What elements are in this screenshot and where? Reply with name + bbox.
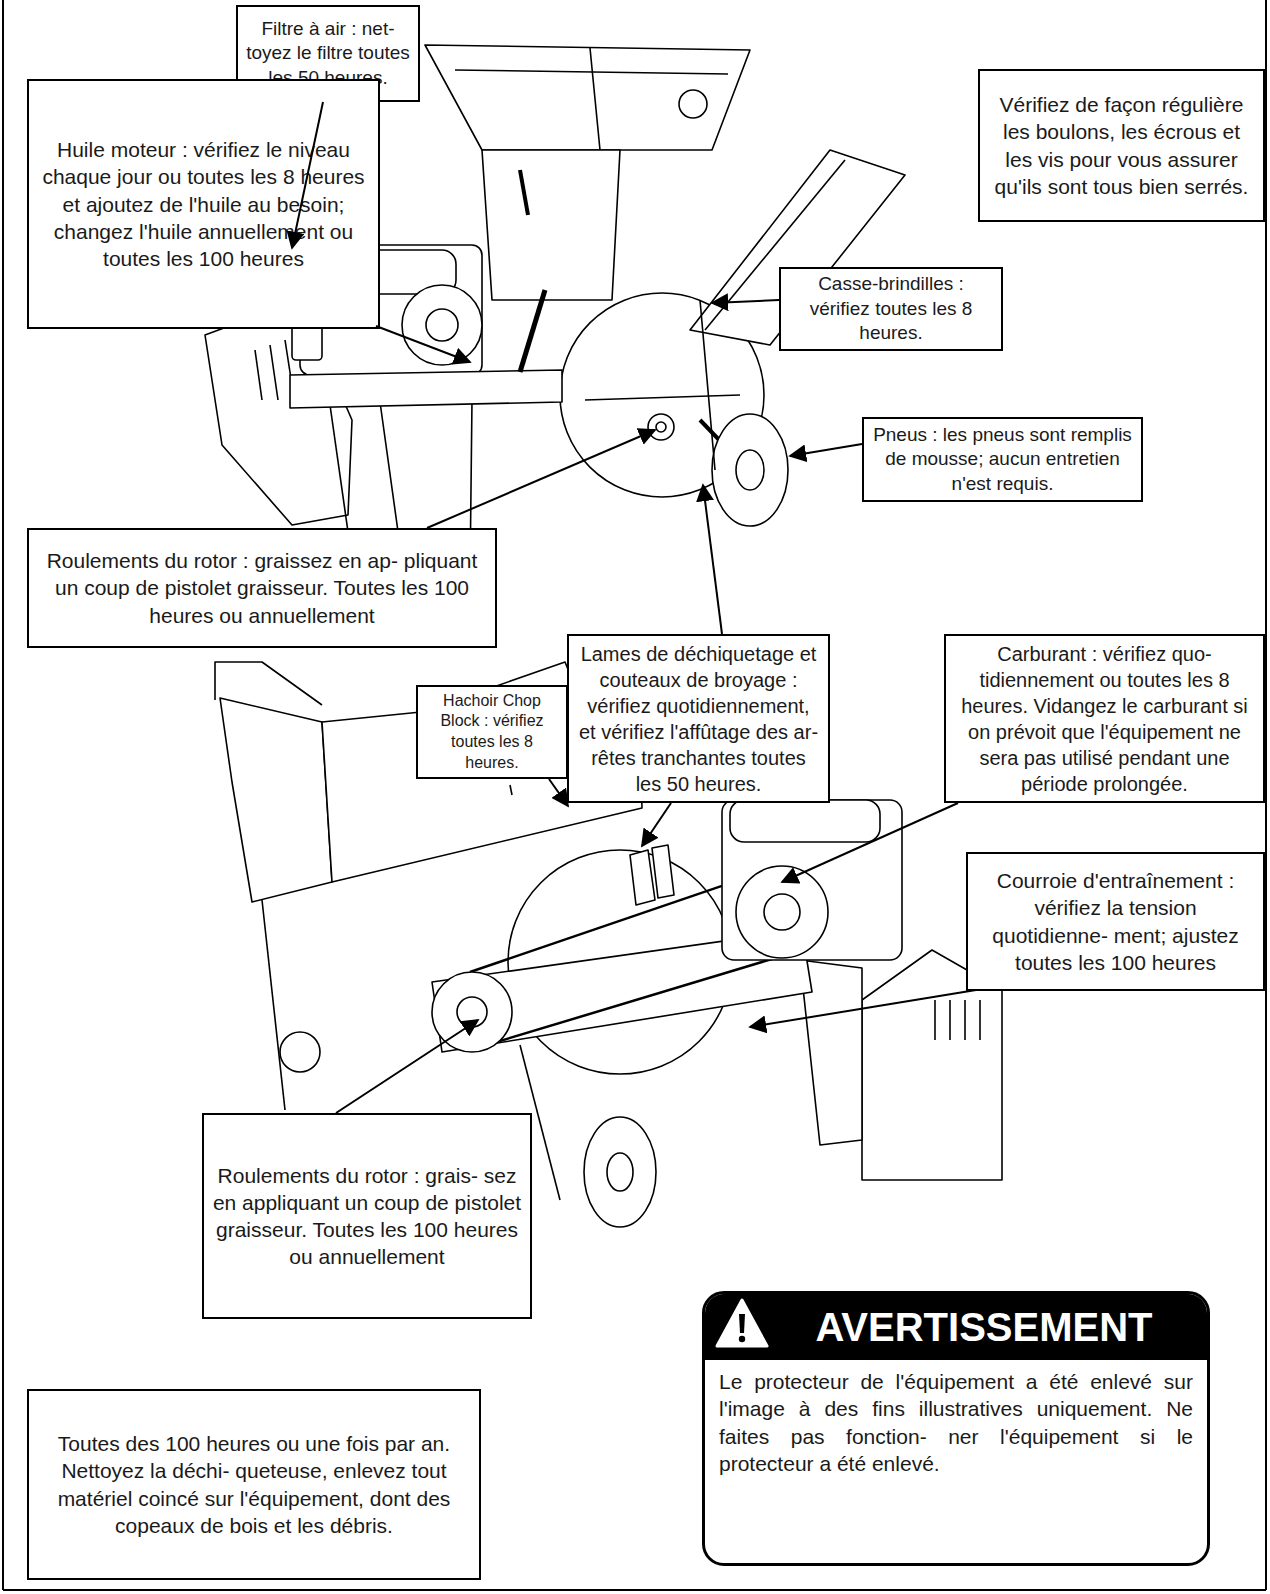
drawing-line — [255, 350, 262, 400]
warning-heading: AVERTISSEMENT — [705, 1294, 1207, 1360]
text-wrap: Toutes des 100 heures ou une fois par an… — [29, 1430, 479, 1539]
drawing-circle — [426, 309, 458, 341]
callout-box: Huile moteur : vérifiez le niveau chaque… — [27, 79, 380, 329]
drawing-polygon — [290, 370, 562, 408]
callout-text: Huile moteur : vérifiez le niveau chaque… — [37, 136, 370, 272]
drawing-line — [520, 170, 528, 215]
text-wrap: Casse-brindilles : vérifiez toutes les 8… — [781, 272, 1001, 346]
drawing-line — [750, 990, 976, 1027]
text-wrap: Vérifiez de façon régulière les boulons,… — [980, 91, 1263, 200]
drawing-line — [590, 48, 600, 150]
text-wrap: Courroie d'entraînement : vérifiez la te… — [968, 867, 1263, 976]
callout-box: Pneus : les pneus sont remplis de mousse… — [862, 417, 1143, 502]
callout-text: Hachoir Chop Block : vérifiez toutes les… — [426, 691, 558, 774]
drawing-circle — [432, 972, 512, 1052]
warning-text: Le protecteur de l'équipement a été enle… — [705, 1360, 1207, 1563]
callout-box: Casse-brindilles : vérifiez toutes les 8… — [779, 267, 1003, 351]
drawing-line — [585, 395, 740, 400]
warning-mark — [739, 1314, 745, 1333]
drawing-circle — [457, 997, 487, 1027]
drawing-line — [376, 326, 470, 362]
drawing-line — [949, 1000, 951, 1040]
warning-dot — [739, 1336, 745, 1342]
callout-box: Roulements du rotor : grais- sez en appl… — [202, 1113, 532, 1319]
drawing-line — [549, 779, 568, 806]
callout-box: Roulements du rotor : graissez en ap- pl… — [27, 528, 497, 648]
drawing-circle — [648, 414, 674, 440]
callout-box: Vérifiez de façon régulière les boulons,… — [978, 69, 1265, 222]
drawing-line — [262, 900, 285, 1110]
callout-box: Toutes des 100 heures ou une fois par an… — [27, 1389, 481, 1580]
callout-text: Vérifiez de façon régulière les boulons,… — [988, 91, 1255, 200]
drawing-line — [790, 444, 862, 456]
callout-text: Courroie d'entraînement : vérifiez la te… — [976, 867, 1255, 976]
callout-box: Lames de déchiquetage et couteaux de bro… — [567, 634, 830, 803]
drawing-line — [934, 1000, 936, 1040]
callout-text: Lames de déchiquetage et couteaux de bro… — [577, 641, 820, 797]
page-frame — [3, 0, 1266, 1590]
drawing-polygon — [220, 698, 332, 902]
drawing-line — [782, 803, 958, 882]
drawing-polygon — [425, 45, 750, 150]
warning-box: AVERTISSEMENTLe protecteur de l'équipeme… — [702, 1291, 1210, 1566]
drawing-rect — [730, 800, 880, 842]
callout-text: Casse-brindilles : vérifiez toutes les 8… — [789, 272, 993, 346]
drawing-line — [336, 1020, 478, 1113]
drawing-line — [510, 785, 512, 795]
drawing-line — [2, 0, 4, 1590]
drawing-line — [964, 1000, 966, 1040]
callout-box: Courroie d'entraînement : vérifiez la te… — [966, 852, 1265, 991]
drawing-polygon — [652, 845, 674, 898]
drawing-polyline — [215, 662, 322, 705]
drawing-line — [700, 300, 715, 470]
text-wrap: Huile moteur : vérifiez le niveau chaque… — [29, 136, 378, 272]
drawing-line — [270, 345, 278, 400]
callout-text: Roulements du rotor : graissez en ap- pl… — [37, 547, 487, 629]
drawing-line — [427, 430, 655, 528]
drawing-circle — [764, 894, 800, 930]
drawing-ellipse — [712, 414, 788, 526]
callout-box: Carburant : vérifiez quo- tidiennement o… — [944, 634, 1265, 803]
drawing-circle — [280, 1032, 320, 1072]
callout-text: Pneus : les pneus sont remplis de mousse… — [872, 423, 1133, 497]
drawing-line — [979, 1000, 981, 1040]
text-wrap: Roulements du rotor : grais- sez en appl… — [204, 1162, 530, 1271]
text-wrap: Roulements du rotor : graissez en ap- pl… — [29, 547, 495, 629]
text-wrap: Hachoir Chop Block : vérifiez toutes les… — [418, 691, 566, 774]
drawing-polygon — [630, 850, 655, 905]
drawing-ellipse — [584, 1117, 656, 1227]
drawing-ellipse — [607, 1153, 633, 1191]
drawing-line — [1265, 0, 1267, 1590]
drawing-circle — [736, 866, 828, 958]
drawing-line — [520, 290, 545, 372]
drawing-circle — [679, 90, 707, 118]
warning-symbol — [712, 1294, 772, 1354]
drawing-circle — [656, 422, 666, 432]
drawing-line — [470, 956, 782, 1050]
callout-text: Toutes des 100 heures ou une fois par an… — [37, 1430, 471, 1539]
text-wrap: Lames de déchiquetage et couteaux de bro… — [569, 641, 828, 797]
callout-text: Roulements du rotor : grais- sez en appl… — [212, 1162, 522, 1271]
text-wrap: Carburant : vérifiez quo- tidiennement o… — [946, 641, 1263, 797]
callout-text: Carburant : vérifiez quo- tidiennement o… — [954, 641, 1255, 797]
drawing-line — [712, 300, 779, 303]
callout-box: Hachoir Chop Block : vérifiez toutes les… — [416, 685, 568, 779]
drawing-polygon — [482, 150, 620, 300]
drawing-line — [3, 1589, 1266, 1591]
drawing-circle — [402, 285, 482, 365]
drawing-ellipse — [736, 450, 764, 490]
drawing-line — [642, 803, 671, 846]
drawing-rect — [722, 800, 902, 960]
drawing-line — [703, 485, 722, 634]
text-wrap: Pneus : les pneus sont remplis de mousse… — [864, 423, 1141, 497]
